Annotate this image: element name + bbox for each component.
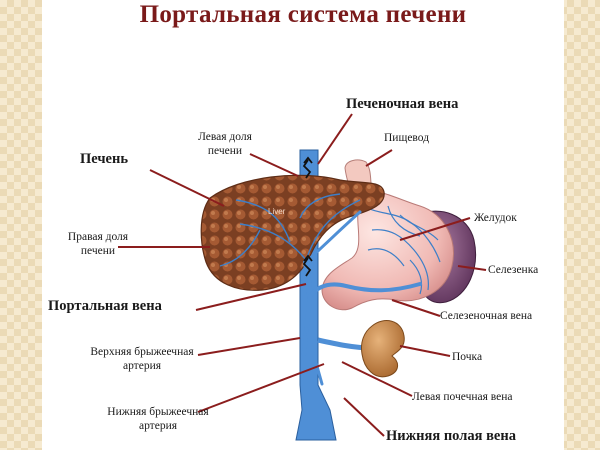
label-sup-mesenteric-line2: артерия xyxy=(122,360,162,372)
label-left-lobe: Левая доля печени xyxy=(182,130,268,158)
label-portal-vein: Портальная вена xyxy=(48,298,162,314)
diagram-title: Портальная система печени xyxy=(139,1,467,28)
label-left-lobe-line2: печени xyxy=(207,145,243,157)
label-inf-mesenteric-line1: Нижняя брыжеечная xyxy=(107,406,209,418)
label-left-renal-vein: Левая почечная вена xyxy=(412,391,513,403)
flow-arrows xyxy=(302,156,313,277)
liver xyxy=(200,174,385,291)
label-esophagus: Пищевод xyxy=(384,132,430,144)
pointer-lines xyxy=(118,113,487,437)
label-splenic-vein: Селезеночная вена xyxy=(440,310,533,322)
label-inferior-mesenteric-artery: Нижняя брыжеечная артерия xyxy=(96,405,220,433)
hepatic-vessels xyxy=(219,193,361,267)
label-superior-mesenteric-artery: Верхняя брыжеечная артерия xyxy=(80,345,204,373)
label-hepatic-vein: Печеночная вена xyxy=(346,96,459,112)
label-right-lobe-line1: Правая доля xyxy=(67,231,129,243)
label-inferior-vena-cava: Нижняя полая вена xyxy=(386,428,516,444)
kidney xyxy=(361,320,405,378)
label-right-lobe: Правая доля печени xyxy=(56,230,140,258)
label-inf-mesenteric-line2: артерия xyxy=(138,420,178,432)
label-right-lobe-line2: печени xyxy=(80,245,116,257)
liver-inscription: Liver xyxy=(268,207,286,216)
label-sup-mesenteric-line1: Верхняя брыжеечная xyxy=(90,346,194,358)
label-stomach: Желудок xyxy=(474,212,517,224)
label-left-lobe-line1: Левая доля xyxy=(198,131,252,143)
label-liver: Печень xyxy=(80,151,128,167)
stomach xyxy=(321,189,454,311)
label-spleen: Селезенка xyxy=(488,264,539,276)
portal-vein xyxy=(301,210,422,386)
label-kidney: Почка xyxy=(452,351,483,363)
